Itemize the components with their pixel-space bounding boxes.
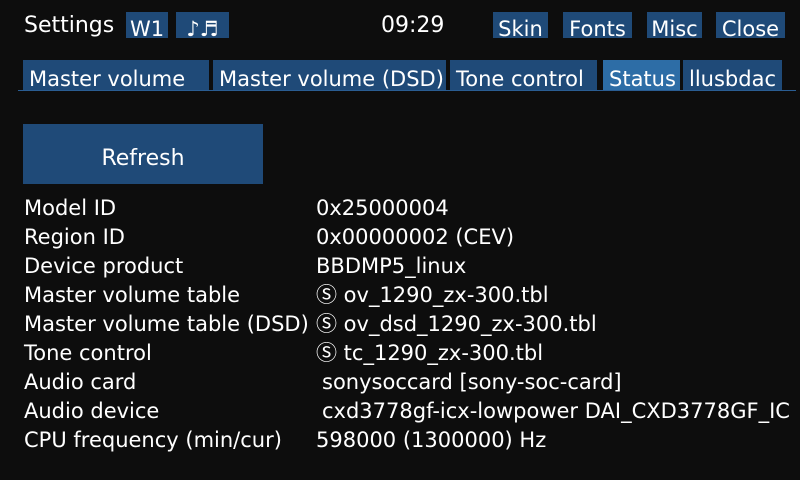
tab-master-volume[interactable]: Master volume xyxy=(23,60,209,90)
status-value: BBDMP5_linux xyxy=(316,254,467,278)
status-label: Audio card xyxy=(24,370,137,394)
top-bar: Settings W1 ♪♬ 09:29 Skin Fonts Misc Clo… xyxy=(0,0,800,48)
status-value: sonysoccard [sony-soc-card] xyxy=(322,370,622,394)
music-button[interactable]: ♪♬ xyxy=(176,12,229,38)
status-row-master-volume-table: Master volume table Ⓢ ov_1290_zx-300.tbl xyxy=(24,281,800,310)
status-label: Audio device xyxy=(24,399,160,423)
refresh-button[interactable]: Refresh xyxy=(23,124,263,184)
status-row-master-volume-table-dsd: Master volume table (DSD) Ⓢ ov_dsd_1290_… xyxy=(24,310,800,339)
status-value: Ⓢ tc_1290_zx-300.tbl xyxy=(316,341,544,365)
status-label: Master volume table (DSD) xyxy=(24,312,309,336)
fonts-button[interactable]: Fonts xyxy=(563,12,632,38)
status-row-tone-control: Tone control Ⓢ tc_1290_zx-300.tbl xyxy=(24,339,800,368)
status-value: 0x25000004 xyxy=(316,196,449,220)
tab-master-volume-dsd[interactable]: Master volume (DSD) xyxy=(213,60,446,90)
status-value: 598000 (1300000) Hz xyxy=(316,428,547,452)
status-value: Ⓢ ov_1290_zx-300.tbl xyxy=(316,283,549,307)
status-label: Device product xyxy=(24,254,184,278)
status-row-audio-card: Audio card sonysoccard [sony-soc-card] xyxy=(24,368,800,397)
tab-tone-control[interactable]: Tone control xyxy=(450,60,597,90)
status-value: cxd3778gf-icx-lowpower DAI_CXD3778GF_IC xyxy=(322,399,790,423)
status-value: 0x00000002 (CEV) xyxy=(316,225,515,249)
status-row-cpu-frequency: CPU frequency (min/cur) 598000 (1300000)… xyxy=(24,426,800,455)
close-button[interactable]: Close xyxy=(716,12,785,38)
status-label: Model ID xyxy=(24,196,117,220)
status-label: CPU frequency (min/cur) xyxy=(24,428,282,452)
status-row-device-product: Device product BBDMP5_linux xyxy=(24,252,800,281)
status-row-audio-device: Audio device cxd3778gf-icx-lowpower DAI_… xyxy=(24,397,800,426)
status-label: Master volume table xyxy=(24,283,241,307)
status-label: Region ID xyxy=(24,225,125,249)
tab-bar: Master volume Master volume (DSD) Tone c… xyxy=(18,60,796,91)
status-value: Ⓢ ov_dsd_1290_zx-300.tbl xyxy=(316,312,597,336)
w1-button[interactable]: W1 xyxy=(126,12,168,38)
status-label: Tone control xyxy=(24,341,152,365)
tab-status[interactable]: Status xyxy=(603,60,680,90)
status-row-region-id: Region ID 0x00000002 (CEV) xyxy=(24,223,800,252)
skin-button[interactable]: Skin xyxy=(493,12,548,38)
misc-button[interactable]: Misc xyxy=(647,12,702,38)
tab-llusbdac[interactable]: llusbdac xyxy=(683,60,782,90)
page-title: Settings xyxy=(24,13,115,38)
status-row-model-id: Model ID 0x25000004 xyxy=(24,194,800,223)
clock: 09:29 xyxy=(381,13,445,38)
status-list: Model ID 0x25000004 Region ID 0x00000002… xyxy=(24,194,800,455)
